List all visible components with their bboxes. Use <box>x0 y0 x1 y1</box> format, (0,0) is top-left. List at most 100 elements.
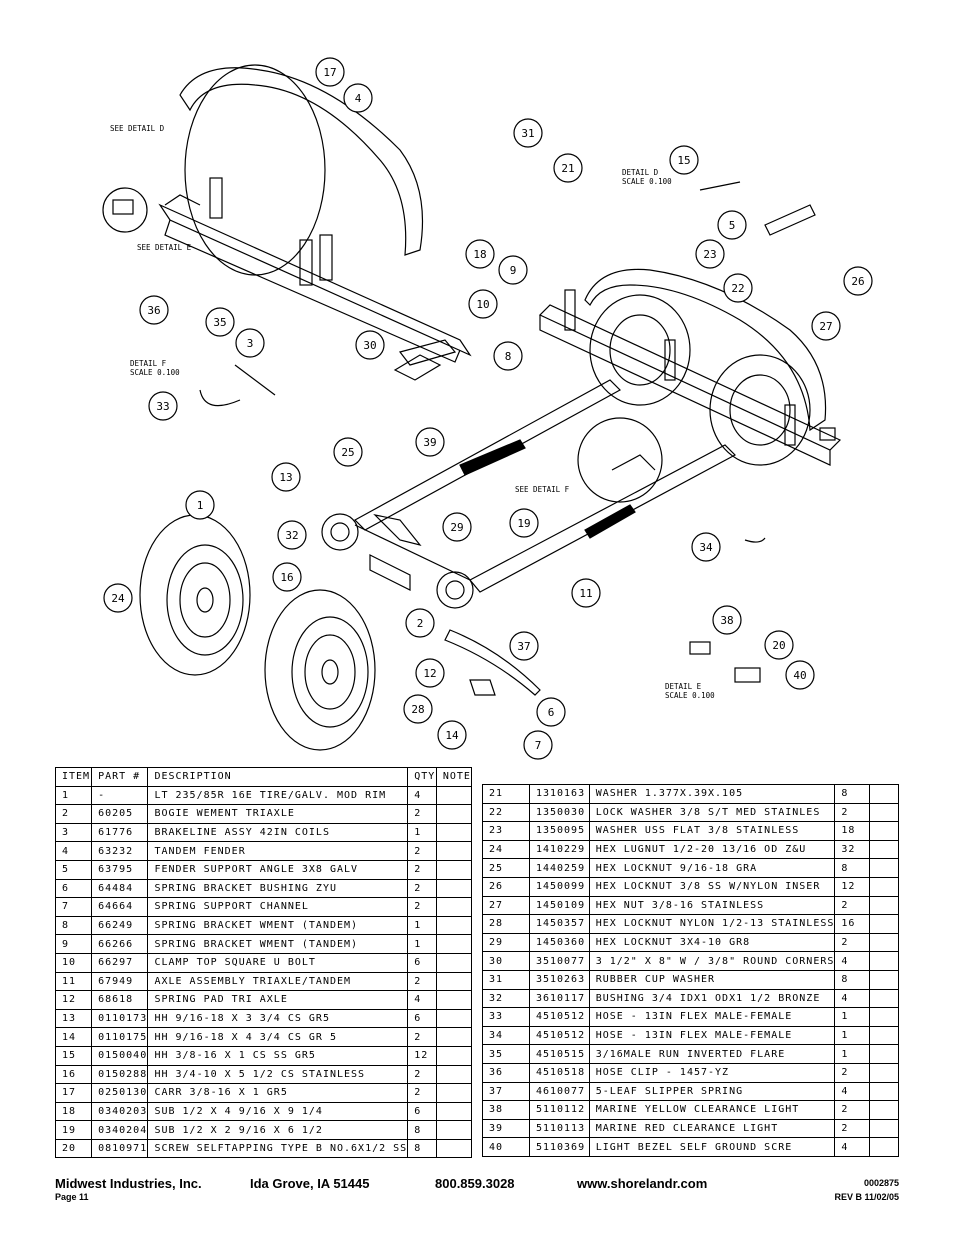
cell-item: 26 <box>482 876 530 897</box>
cell-item: 10 <box>54 952 93 973</box>
callout-bubble <box>185 490 215 520</box>
header-item: ITEM <box>54 767 93 787</box>
callout-19: 19 <box>509 508 539 538</box>
callout-bubble <box>523 730 553 760</box>
cell-item: 17 <box>54 1083 93 1103</box>
cell-description: SUB 1/2 X 4 9/16 X 9 1/4 <box>147 1101 409 1122</box>
callout-bubble <box>315 57 345 87</box>
callout-number: 39 <box>423 436 436 449</box>
cell-note <box>435 1008 473 1029</box>
callout-bubble <box>415 427 445 457</box>
callout-bubble <box>843 266 873 296</box>
callout-bubble <box>139 295 169 325</box>
callout-23: 23 <box>695 239 725 269</box>
callout-15: 15 <box>669 145 699 175</box>
cell-note <box>869 1025 899 1046</box>
cell-description: MARINE RED CLEARANCE LIGHT <box>588 1118 836 1139</box>
callout-number: 11 <box>579 587 592 600</box>
callout-33: 33 <box>148 391 178 421</box>
callout-31: 31 <box>513 118 543 148</box>
footer-doc-number: 0002875 <box>863 1178 899 1188</box>
cell-item: 2 <box>54 804 93 824</box>
cell-note <box>435 1101 473 1122</box>
cell-note <box>435 1138 473 1159</box>
cell-qty: 2 <box>834 802 871 823</box>
detail-d-label: DETAIL D <box>622 168 659 177</box>
header-part: PART # <box>91 767 149 787</box>
callout-bubble <box>509 631 539 661</box>
cell-item: 31 <box>482 969 530 990</box>
cell-item: 9 <box>54 934 93 954</box>
cell-qty: 8 <box>834 969 871 990</box>
cell-qty: 32 <box>834 839 871 860</box>
callout-14: 14 <box>437 720 467 750</box>
cell-note <box>435 1120 473 1140</box>
cell-description: SPRING BRACKET WMENT (TANDEM) <box>147 915 409 936</box>
cell-qty: 4 <box>407 785 437 806</box>
cell-qty: 8 <box>407 1138 437 1159</box>
callout-10: 10 <box>468 289 498 319</box>
callout-30: 30 <box>355 330 385 360</box>
cell-item: 40 <box>482 1137 530 1157</box>
callout-number: 31 <box>521 127 534 140</box>
header-note: NOTE <box>435 767 473 787</box>
callout-number: 37 <box>517 640 530 653</box>
cell-part-number: 1350095 <box>528 821 590 841</box>
cell-description: SPRING SUPPORT CHANNEL <box>147 897 409 917</box>
callout-bubble <box>271 462 301 492</box>
callout-37: 37 <box>509 631 539 661</box>
cell-part-number: 1450357 <box>528 914 590 934</box>
callout-number: 19 <box>517 517 530 530</box>
callout-12: 12 <box>415 658 445 688</box>
cell-qty: 8 <box>834 784 871 804</box>
cell-description: SCREW SELFTAPPING TYPE B NO.6X1/2 SS <box>147 1138 409 1159</box>
callout-20: 20 <box>764 630 794 660</box>
cell-qty: 4 <box>834 1081 871 1102</box>
header-description: DESCRIPTION <box>147 767 409 787</box>
cell-qty: 8 <box>407 1120 437 1140</box>
callout-number: 21 <box>561 162 574 175</box>
cell-note <box>869 1081 899 1102</box>
cell-note <box>869 951 899 971</box>
cell-item: 25 <box>482 858 530 878</box>
cell-item: 18 <box>54 1101 93 1122</box>
footer-website[interactable]: www.shorelandr.com <box>577 1176 708 1191</box>
callout-bubble <box>333 437 363 467</box>
cell-note <box>435 1083 473 1103</box>
callout-29: 29 <box>442 512 472 542</box>
cell-part-number: 1440259 <box>528 858 590 878</box>
cell-note <box>435 1064 473 1085</box>
callout-bubble <box>669 145 699 175</box>
cell-description: RUBBER CUP WASHER <box>588 969 836 990</box>
cell-part-number: 0150288 <box>91 1064 149 1085</box>
callout-bubble <box>785 660 815 690</box>
cell-item: 27 <box>482 895 530 916</box>
callout-6: 6 <box>536 697 566 727</box>
cell-item: 30 <box>482 951 530 971</box>
cell-description: HEX LOCKNUT 3/8 SS W/NYLON INSER <box>588 876 836 897</box>
cell-part-number: 1310163 <box>528 784 590 804</box>
cell-part-number: 63232 <box>91 841 149 861</box>
cell-qty: 2 <box>834 1100 871 1120</box>
callout-number: 10 <box>476 298 489 311</box>
cell-description: HOSE - 13IN FLEX MALE-FEMALE <box>588 1007 836 1027</box>
detail-f-label: DETAIL F <box>130 359 167 368</box>
cell-part-number: 5110112 <box>528 1100 590 1120</box>
cell-part-number: 4510512 <box>528 1007 590 1027</box>
callout-1: 1 <box>185 490 215 520</box>
cell-part-number: - <box>91 785 149 806</box>
cell-qty: 8 <box>834 858 871 878</box>
cell-part-number: 0340204 <box>91 1120 149 1140</box>
cell-note <box>435 990 473 1010</box>
